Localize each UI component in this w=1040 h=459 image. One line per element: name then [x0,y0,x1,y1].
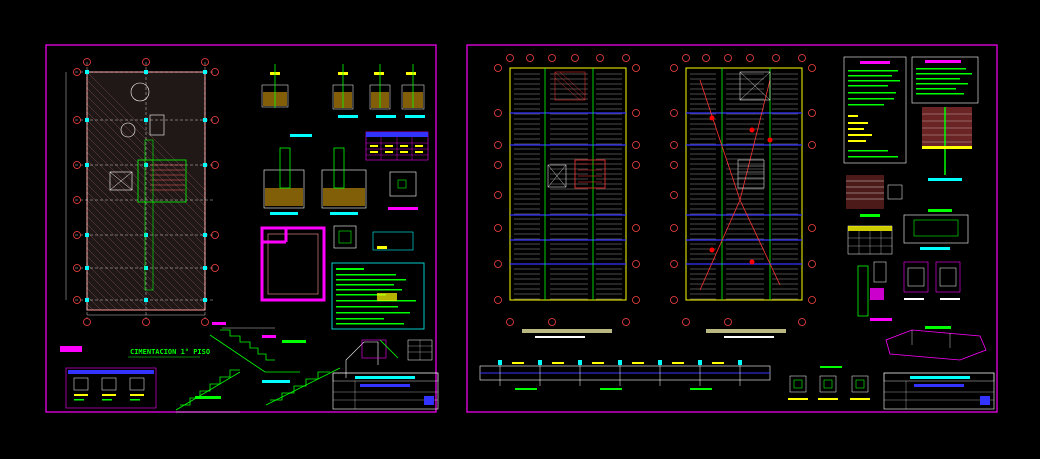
beam-elevation [479,360,771,390]
hatch-line [86,207,190,311]
framing-plan-2 [670,54,816,338]
title-block-1 [332,372,439,410]
hatch-line [86,255,142,311]
sheet-2-border [466,44,998,413]
hatch-line [86,223,174,311]
hatch-line [86,247,150,311]
stair-section [175,329,341,411]
hatch-line [86,215,182,311]
sheet-2 [466,44,998,413]
ramp-detail [345,339,433,378]
sheet-1-border [45,44,437,413]
hatch-line [86,303,94,311]
general-notes-box [331,262,425,330]
brick-wall-detail [922,107,972,181]
cistern-plan [260,225,414,302]
hatch-line [86,71,206,191]
isometric-footing [885,326,987,361]
beam-sections [788,366,870,400]
legend-box [65,367,157,409]
hatch-line [86,287,110,311]
specifications-block [843,56,979,164]
hatch-line [86,231,166,311]
hatch-line [86,111,206,231]
hatch-line [86,191,206,311]
title-block-2 [883,372,995,410]
framing-plan-1 [494,54,640,338]
sheet-1: CIMENTACION 1° PISO [45,44,439,413]
hatch-line [86,271,126,311]
beam-section [903,209,969,250]
foundation-plan: CIMENTACION 1° PISO [60,58,219,358]
hatch-line [86,263,134,311]
hatch-line [86,199,198,311]
footing-details [261,64,425,137]
wall-footing-sections [263,147,418,215]
column-details [857,261,961,321]
hatch-line [86,279,118,311]
rebar-table [365,131,429,161]
plan-title: CIMENTACION 1° PISO [130,348,210,356]
hatch-line [86,151,206,271]
schedule-table [847,225,893,255]
stair-detail [846,175,903,217]
hatch-line [86,295,102,311]
